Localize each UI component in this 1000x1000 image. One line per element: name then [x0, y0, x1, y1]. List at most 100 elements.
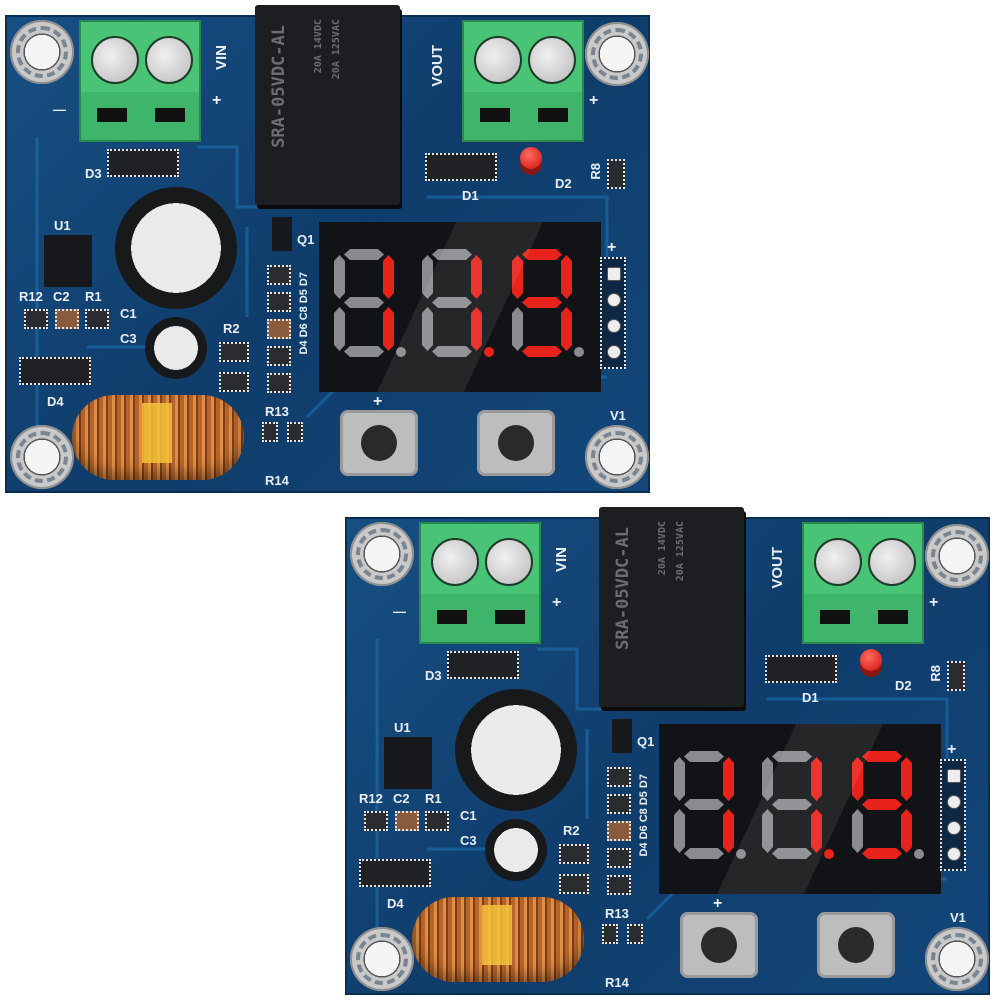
- digit-2: [422, 249, 494, 357]
- r13-label: R13: [605, 906, 629, 921]
- d3-label: D3: [425, 668, 442, 683]
- mounting-hole-br: [585, 425, 649, 489]
- vin-label: VIN: [213, 45, 230, 71]
- capacitor-c2: [395, 811, 419, 831]
- digit-3: [852, 751, 924, 859]
- capacitor-c3: [145, 317, 207, 379]
- set-button[interactable]: [477, 410, 555, 476]
- relay: SRA-05VDC-AL 20A 14VDC 20A 125VAC: [255, 5, 400, 205]
- plus-icon: +: [552, 594, 562, 611]
- diode-d1: [765, 655, 837, 683]
- d1-label: D1: [462, 188, 479, 203]
- set-button[interactable]: [817, 912, 895, 978]
- r12-label: R12: [359, 791, 383, 806]
- mounting-hole-tl: [350, 522, 414, 586]
- capacitor-c2: [55, 309, 79, 329]
- digit-2: [762, 751, 834, 859]
- relay-rating-2: 20A 125VAC: [675, 521, 686, 582]
- resistor-r13: [602, 924, 618, 944]
- screw-icon[interactable]: [814, 538, 862, 586]
- screw-icon[interactable]: [474, 36, 522, 84]
- pin-header[interactable]: [600, 257, 626, 369]
- pin-header[interactable]: [940, 759, 966, 871]
- r8-label: R8: [588, 163, 603, 180]
- ic-u1: [384, 737, 432, 789]
- r14-label: R14: [605, 975, 629, 990]
- q1-label: Q1: [637, 734, 655, 749]
- resistor-array-3: [607, 848, 631, 868]
- c2-label: C2: [393, 791, 410, 806]
- plus-icon: +: [713, 895, 723, 912]
- capacitor-c8: [607, 821, 631, 841]
- plus-icon: +: [929, 594, 939, 611]
- c1-label: C1: [460, 808, 477, 823]
- r12-label: R12: [19, 289, 43, 304]
- pcb-board-2: VIN + — SRA-05VDC-AL 20A 14VDC 20A 125VA…: [345, 507, 990, 995]
- mounting-hole-tr: [925, 524, 989, 588]
- screw-icon[interactable]: [485, 538, 533, 586]
- pcb-board-1: VIN + — SRA-05VDC-AL 20A 14VDC 20A 125VA…: [5, 5, 650, 493]
- led-d2: [860, 649, 882, 671]
- vout-terminal-block[interactable]: [802, 522, 924, 644]
- screw-icon[interactable]: [145, 36, 193, 84]
- resistor-r13b: [287, 422, 303, 442]
- seven-segment-display: [319, 222, 601, 392]
- c2-label: C2: [53, 289, 70, 304]
- resistor-r3: [559, 874, 589, 894]
- r2-label: R2: [223, 321, 240, 336]
- resistor-r8: [607, 159, 625, 189]
- vin-label: VIN: [553, 547, 570, 573]
- inductor: [72, 395, 244, 480]
- c1-label: C1: [120, 306, 137, 321]
- mounting-hole-br: [925, 927, 989, 991]
- resistor-r1: [425, 811, 449, 831]
- up-button[interactable]: [680, 912, 758, 978]
- plus-icon: +: [589, 92, 599, 109]
- ic-u1: [44, 235, 92, 287]
- screw-icon[interactable]: [431, 538, 479, 586]
- diode-d1: [425, 153, 497, 181]
- q1-label: Q1: [297, 232, 315, 247]
- plus-icon: +: [947, 741, 957, 758]
- d3-label: D3: [85, 166, 102, 181]
- diode-d3: [107, 149, 179, 177]
- screw-icon[interactable]: [868, 538, 916, 586]
- relay: SRA-05VDC-AL 20A 14VDC 20A 125VAC: [599, 507, 744, 707]
- resistor-r13b: [627, 924, 643, 944]
- plus-icon: +: [212, 92, 222, 109]
- up-button[interactable]: [340, 410, 418, 476]
- seven-segment-display: [659, 724, 941, 894]
- mounting-hole-bl: [350, 927, 414, 991]
- vout-terminal-block[interactable]: [462, 20, 584, 142]
- diode-d4: [359, 859, 431, 887]
- resistor-r8: [947, 661, 965, 691]
- r14-label: R14: [265, 473, 289, 488]
- relay-model: SRA-05VDC-AL: [269, 25, 289, 148]
- r8-label: R8: [928, 665, 943, 682]
- mounting-hole-tr: [585, 22, 649, 86]
- relay-rating-1: 20A 14VDC: [313, 19, 324, 74]
- plus-icon: +: [607, 239, 617, 256]
- resistor-r13: [262, 422, 278, 442]
- screw-icon[interactable]: [91, 36, 139, 84]
- mounting-hole-bl: [10, 425, 74, 489]
- minus-mark: —: [53, 102, 66, 117]
- resistor-array-3: [267, 346, 291, 366]
- d-column-label: D4 D6 C8 D5 D7: [298, 272, 310, 355]
- vout-label: VOUT: [769, 547, 786, 589]
- resistor-array-1: [267, 265, 291, 285]
- r1-label: R1: [85, 289, 102, 304]
- plus-icon: +: [373, 393, 383, 410]
- screw-icon[interactable]: [528, 36, 576, 84]
- transistor-q1: [272, 217, 292, 251]
- vin-terminal-block[interactable]: [79, 20, 201, 142]
- d4-label: D4: [47, 394, 64, 409]
- resistor-array-1: [607, 767, 631, 787]
- digit-1: [674, 751, 746, 859]
- u1-label: U1: [394, 720, 411, 735]
- digit-1: [334, 249, 406, 357]
- diode-d3: [447, 651, 519, 679]
- vin-terminal-block[interactable]: [419, 522, 541, 644]
- d2-label: D2: [555, 176, 572, 191]
- vout-label: VOUT: [429, 45, 446, 87]
